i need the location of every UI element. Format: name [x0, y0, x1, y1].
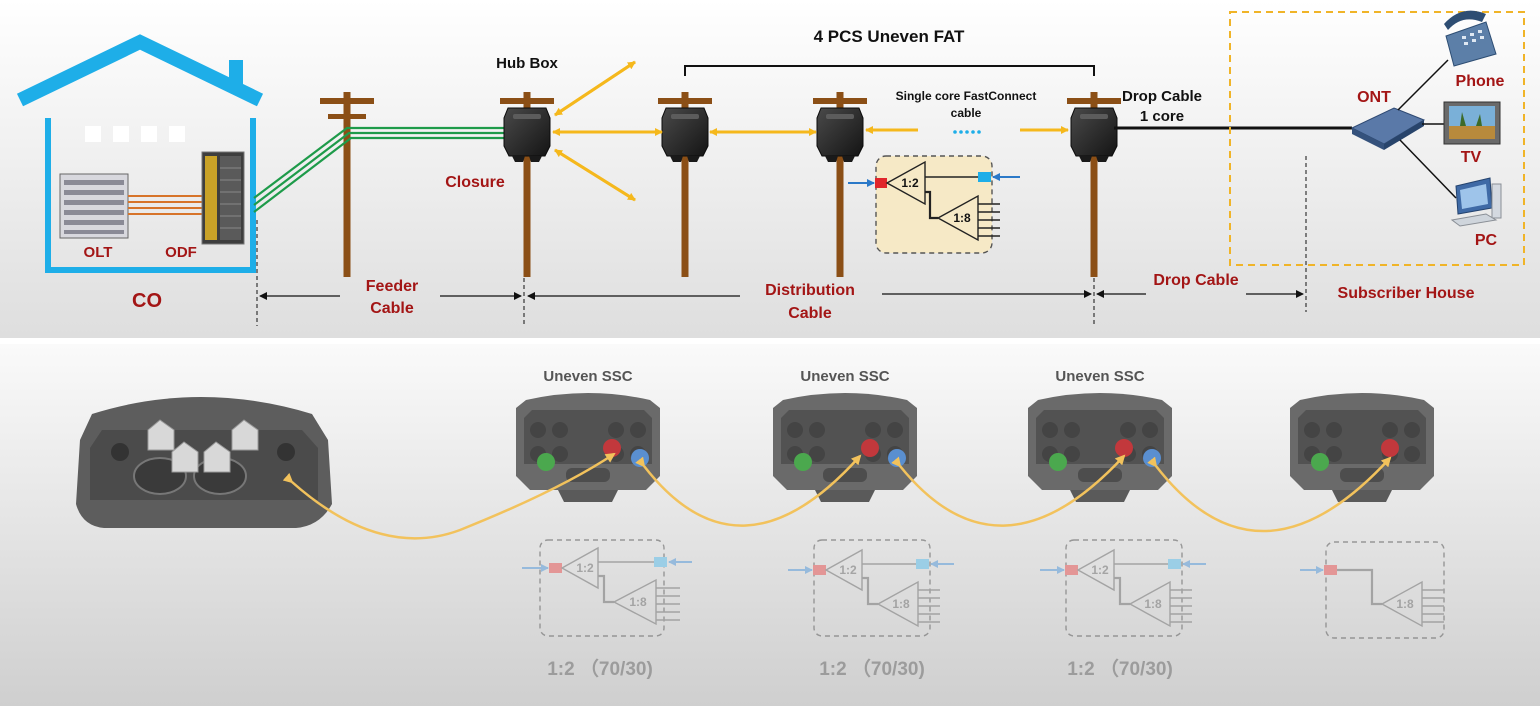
ssc-label: Uneven SSC [1055, 368, 1144, 385]
distribution-cable-label-cont: Cable [788, 305, 832, 322]
ssc-splitter-detail: 1:2 1:8 [522, 539, 692, 637]
splitter-ratio-primary: 1:2 [1091, 563, 1109, 577]
splitter-ratio-secondary: 1:8 [953, 211, 971, 225]
fat-splitter-detail: 1:2 1:8 [848, 155, 1020, 254]
ssc-box-photo [516, 393, 660, 502]
fat-box-icon [1070, 107, 1118, 163]
pc-label: PC [1475, 232, 1498, 249]
ratio-label: 1:2 （70/30) [819, 657, 925, 680]
splitter-ratio-primary: 1:2 [901, 176, 919, 190]
fat-bracket [684, 65, 1095, 76]
ssc-label: Uneven SSC [543, 368, 632, 385]
hub-closure-photo [76, 397, 332, 528]
fat-box-icon [816, 107, 864, 163]
ssc-box-photo [773, 393, 917, 502]
fat-bracket-label: 4 PCS Uneven FAT [814, 27, 965, 46]
olt-odf-patch-cords [128, 195, 204, 215]
olt-icon [59, 173, 129, 239]
feeder-cable-label-cont: Cable [370, 300, 414, 317]
ssc-label: Uneven SSC [800, 368, 889, 385]
single-core-label-cont: cable [951, 106, 982, 120]
feeder-cable-line [253, 126, 508, 213]
fat-box-icon [661, 107, 709, 163]
single-core-label: Single core FastConnect [896, 89, 1037, 103]
odf-label: ODF [165, 244, 197, 261]
ratio-label: 1:2 （70/30) [1067, 657, 1173, 680]
hub-box-label: Hub Box [496, 55, 558, 72]
co-label: CO [132, 290, 162, 312]
splitter-ratio-primary: 1:2 [576, 561, 594, 575]
section-dividers [256, 156, 1307, 326]
terminal-splitter-detail: 1:8 [1300, 541, 1445, 639]
tv-label: TV [1461, 149, 1482, 166]
phone-label: Phone [1456, 73, 1505, 90]
splitter-ratio-secondary: 1:8 [1144, 597, 1162, 611]
tv-icon [1443, 101, 1501, 145]
drop-cable-core-label: 1 core [1140, 108, 1184, 125]
ratio-label: 1:2 （70/30) [547, 657, 653, 680]
top-panel-background [0, 0, 1540, 338]
ont-icon [1350, 107, 1426, 150]
ssc-splitter-detail: 1:2 1:8 [1040, 539, 1206, 637]
splitter-ratio-secondary: 1:8 [629, 595, 647, 609]
feeder-cable-label: Feeder [366, 278, 418, 295]
ont-device-links [1397, 59, 1457, 199]
fastconnect-links [282, 452, 1392, 540]
splitter-ratio-secondary: 1:8 [1396, 597, 1414, 611]
hub-box-closure-icon [503, 107, 551, 163]
ssc-box-photo [1028, 393, 1172, 502]
drop-cable-span-label: Drop Cable [1153, 272, 1238, 289]
phone-icon [1444, 10, 1497, 67]
co-house-icon [16, 34, 264, 273]
drop-cable-label: Drop Cable [1122, 88, 1202, 105]
olt-label: OLT [84, 244, 113, 261]
splitter-ratio-primary: 1:2 [839, 563, 857, 577]
ssc-splitter-detail: 1:2 1:8 [788, 539, 954, 637]
ont-label: ONT [1357, 89, 1391, 106]
distribution-arrows [552, 60, 1069, 202]
subscriber-house-label: Subscriber House [1338, 285, 1475, 302]
odf-icon [201, 151, 245, 245]
splitter-ratio-secondary: 1:8 [892, 597, 910, 611]
closure-label: Closure [445, 174, 505, 191]
distribution-cable-label: Distribution [765, 282, 855, 299]
pc-icon [1450, 177, 1502, 227]
continuation-dots [953, 130, 981, 134]
subscriber-house-boundary [1229, 11, 1525, 266]
span-dimension-lines [259, 290, 1304, 300]
